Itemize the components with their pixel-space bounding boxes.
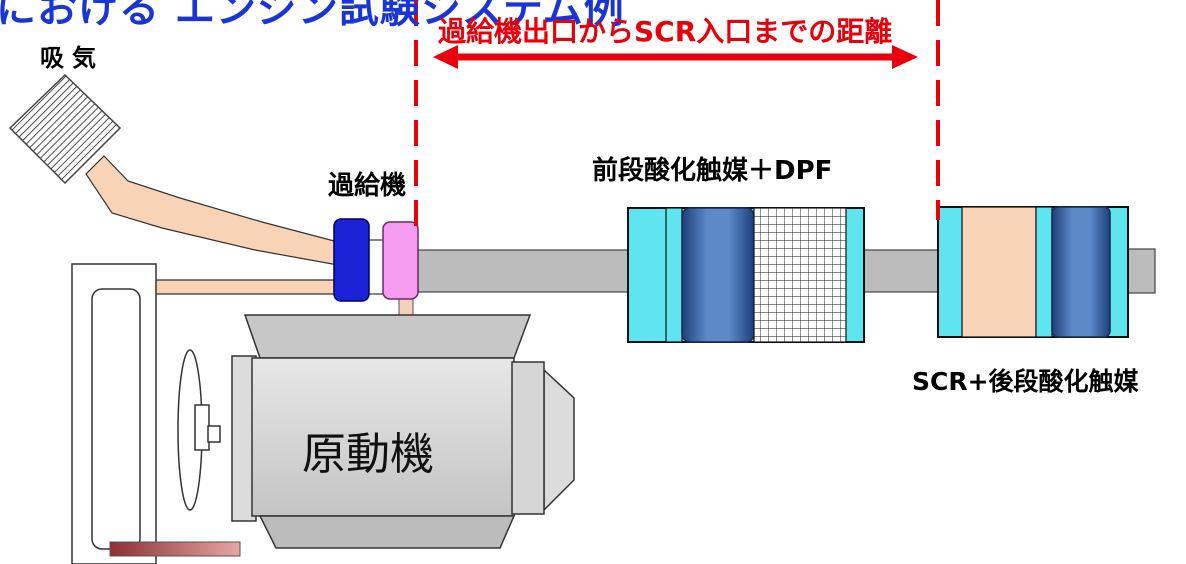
turbocharger-label: 過給機: [328, 171, 407, 201]
engine-block: [231, 314, 575, 549]
distance-arrow: [433, 45, 918, 69]
intake-duct: [85, 155, 339, 266]
scr-unit: [937, 206, 1129, 338]
distance-label: 過給機出口からSCR入口までの距離: [438, 15, 893, 48]
exhaust-pipe-end: [1124, 248, 1156, 294]
exhaust-manifold: [109, 541, 241, 557]
page-title: における エンジン試験システム例: [0, 0, 625, 32]
intake-filter: [8, 73, 122, 185]
cooling-fan: [177, 349, 221, 511]
doc-dpf-label: 前段酸化触媒＋DPF: [592, 156, 833, 186]
scr-label: SCR+後段酸化触媒: [912, 367, 1139, 396]
radiator: [91, 288, 141, 550]
engine-label: 原動機: [302, 429, 434, 480]
intake-label: 吸気: [40, 44, 104, 72]
doc-dpf-unit: [627, 207, 865, 343]
compressor: [333, 218, 370, 302]
turbine: [382, 221, 419, 300]
